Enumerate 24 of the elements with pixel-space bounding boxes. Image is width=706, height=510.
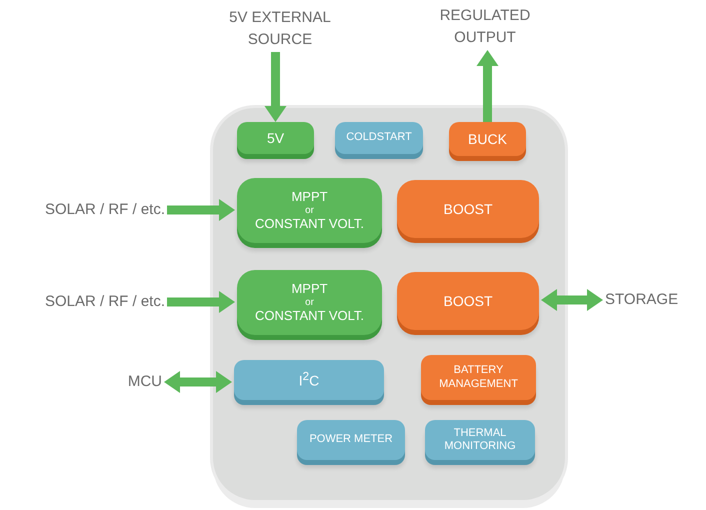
function-block: MPPT or CONSTANT VOLT. bbox=[237, 178, 382, 243]
arrow bbox=[167, 291, 235, 313]
signal-label: 5V EXTERNAL SOURCE bbox=[225, 6, 335, 52]
chip-body bbox=[213, 108, 565, 500]
function-block: BOOST bbox=[397, 180, 539, 238]
function-block: BATTERY MANAGEMENT bbox=[421, 355, 536, 400]
arrow bbox=[541, 289, 603, 311]
function-block: BOOST bbox=[397, 272, 539, 330]
arrow bbox=[476, 50, 498, 122]
arrow bbox=[164, 371, 232, 393]
arrow bbox=[167, 199, 235, 221]
function-block: POWER METER bbox=[297, 420, 405, 460]
function-block: THERMAL MONITORING bbox=[425, 420, 535, 460]
signal-label: STORAGE bbox=[605, 290, 695, 310]
function-block: 5V bbox=[237, 122, 314, 154]
signal-label: REGULATED OUTPUT bbox=[430, 4, 540, 50]
arrow bbox=[264, 52, 286, 122]
signal-label: SOLAR / RF / etc. bbox=[20, 200, 165, 220]
function-block: BUCK bbox=[449, 122, 526, 156]
signal-label: SOLAR / RF / etc. bbox=[20, 292, 165, 312]
function-block: MPPT or CONSTANT VOLT. bbox=[237, 270, 382, 335]
function-block: I$^{2}$C bbox=[234, 360, 384, 400]
function-block: COLDSTART bbox=[335, 122, 423, 154]
signal-label: MCU bbox=[110, 372, 162, 392]
